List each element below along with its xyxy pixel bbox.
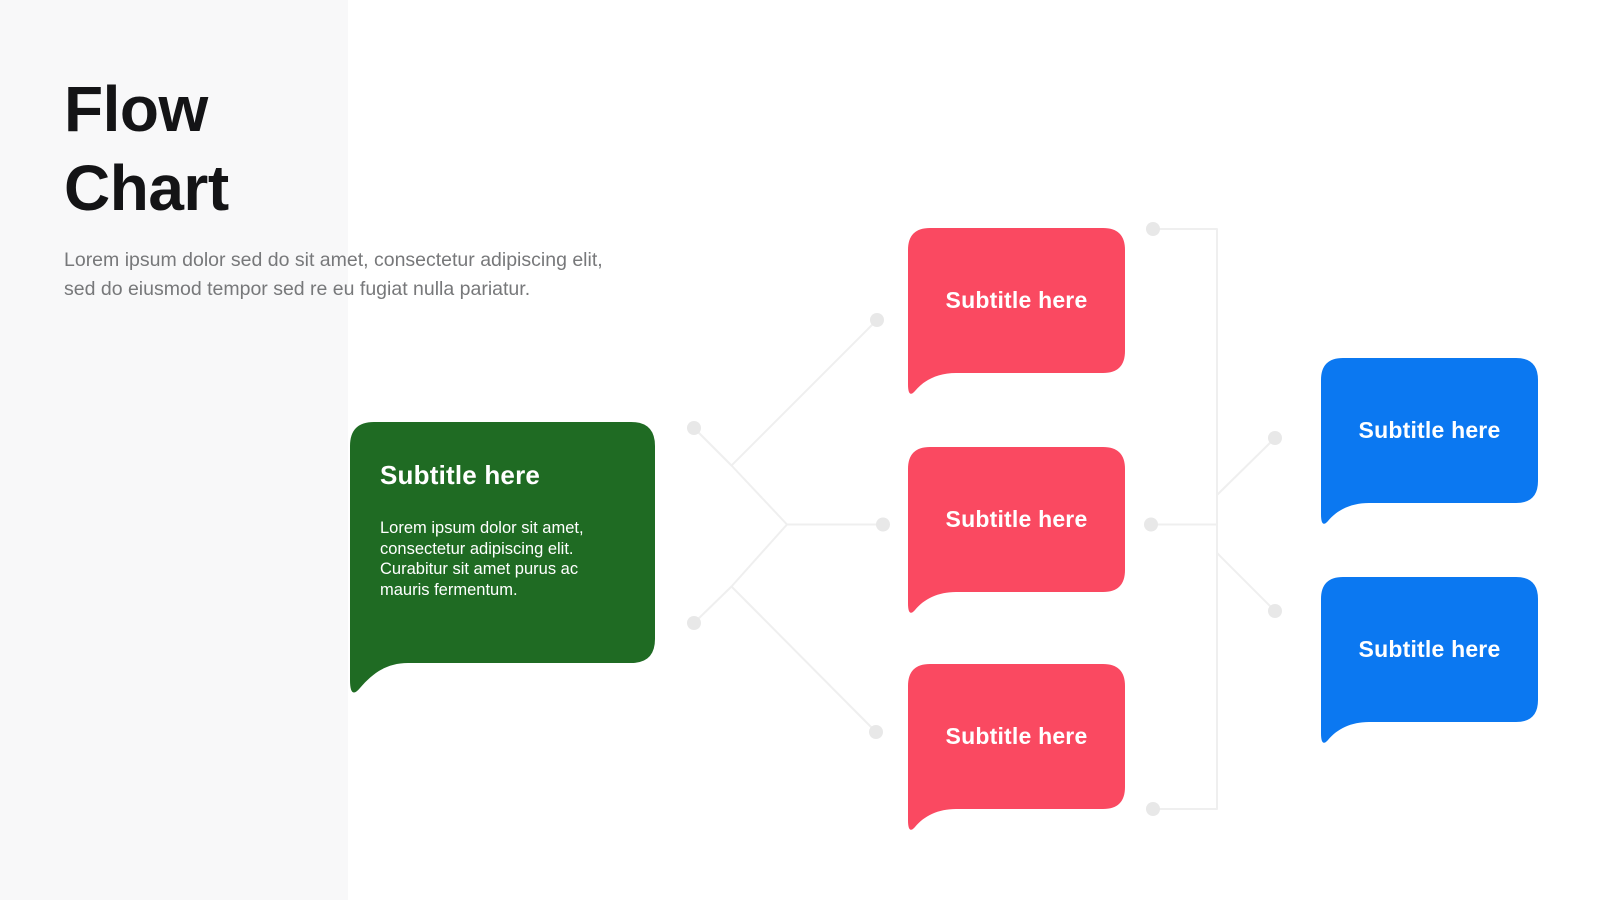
page-description: Lorem ipsum dolor sed do sit amet, conse… xyxy=(64,249,603,300)
flow-node-mid-3[interactable]: Subtitle here xyxy=(908,664,1125,837)
speech-bubble-shape xyxy=(908,447,1125,613)
speech-bubble-shape xyxy=(1321,577,1538,743)
node-label: Subtitle here xyxy=(945,723,1088,749)
node-label: Subtitle here xyxy=(1358,417,1501,443)
flow-node-mid-1[interactable]: Subtitle here xyxy=(908,228,1125,401)
flow-node-root[interactable]: Subtitle here Lorem ipsum dolor sit amet… xyxy=(350,422,655,703)
speech-bubble-shape xyxy=(908,664,1125,830)
speech-bubble-shape xyxy=(908,228,1125,394)
sidebar-panel xyxy=(0,0,348,900)
right-connector xyxy=(1150,228,1276,810)
node-label: Subtitle here xyxy=(945,506,1088,532)
root-node-title: Subtitle here xyxy=(380,460,541,490)
flow-node-right-1[interactable]: Subtitle here xyxy=(1321,358,1538,531)
node-label: Subtitle here xyxy=(1358,636,1501,662)
flow-node-mid-2[interactable]: Subtitle here xyxy=(908,447,1125,620)
root-node-content: Subtitle here Lorem ipsum dolor sit amet… xyxy=(380,460,629,600)
speech-bubble-shape xyxy=(350,422,655,693)
left-connector xyxy=(693,319,884,733)
root-node-body: Lorem ipsum dolor sit amet, consectetur … xyxy=(380,519,584,599)
speech-bubble-shape xyxy=(1321,358,1538,524)
node-label: Subtitle here xyxy=(945,287,1088,313)
connector-dots xyxy=(687,222,1282,816)
page-title: Flow Chart xyxy=(64,73,229,224)
flow-node-right-2[interactable]: Subtitle here xyxy=(1321,577,1538,750)
